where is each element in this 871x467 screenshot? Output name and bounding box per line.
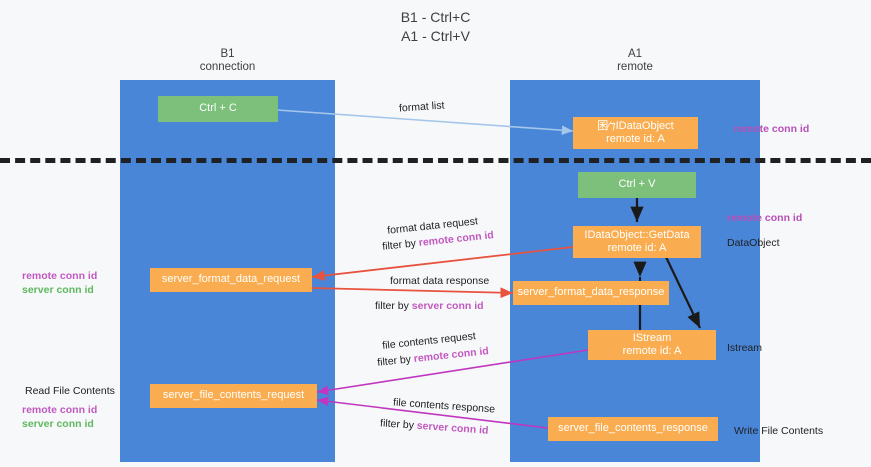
- node-server-file-contents-request-label: server_file_contents_request: [162, 389, 305, 402]
- label-left-read-file-contents-text: Read File Contents: [25, 385, 115, 397]
- title-line-2: A1 - Ctrl+V: [401, 28, 470, 44]
- label-right-remote-conn-id-1-text: remote conn id: [734, 123, 810, 135]
- node-ctrl-c-label: Ctrl + C: [199, 102, 237, 115]
- phase-divider: [0, 158, 871, 163]
- label-left-server-conn-id-2: server conn id: [22, 417, 94, 431]
- node-ctrl-v[interactable]: Ctrl + V: [578, 172, 696, 198]
- node-server-file-contents-response[interactable]: server_file_contents_response: [548, 417, 718, 441]
- node-idataobject-line1: 囷⁄⁊IDataObject: [597, 119, 674, 132]
- node-ctrl-c[interactable]: Ctrl + C: [158, 96, 278, 122]
- column-a1-name: A1: [627, 48, 643, 60]
- label-right-write-file-contents: Write File Contents: [734, 424, 823, 438]
- column-b1-sub: connection: [199, 61, 256, 73]
- annotation-filter-prefix-1: filter by: [381, 237, 420, 253]
- column-header-a1: A1 remote: [510, 48, 760, 74]
- label-right-istream-text: Istream: [727, 342, 763, 354]
- column-header-b1: B1 connection: [120, 48, 335, 74]
- label-left-server-conn-id: server conn id: [22, 283, 94, 297]
- label-right-remote-conn-id-2: remote conn id: [727, 211, 802, 225]
- column-b1-name: B1: [220, 48, 235, 60]
- label-right-write-file-contents-text: Write File Contents: [734, 425, 824, 437]
- label-right-dataobject-text: DataObject: [727, 237, 780, 249]
- label-left-remote-conn-id-text: remote conn id: [22, 270, 98, 282]
- column-a1-sub: remote: [617, 61, 653, 73]
- annotation-filter-key-4: server conn id: [416, 419, 489, 437]
- annotation-format-list-text: format list: [398, 99, 445, 115]
- node-istream[interactable]: IStream remote id: A: [588, 330, 716, 360]
- annotation-format-data-response-filter: filter by server conn id: [375, 299, 484, 313]
- title-line-1: B1 - Ctrl+C: [400, 9, 471, 25]
- node-server-format-data-request[interactable]: server_format_data_request: [150, 268, 312, 292]
- arrow-format-data-response: [311, 287, 514, 299]
- node-istream-line1: IStream: [632, 331, 672, 344]
- annotation-filter-prefix-2: filter by: [375, 300, 412, 312]
- label-left-remote-conn-id: remote conn id: [22, 269, 97, 283]
- node-istream-line2: remote id: A: [622, 345, 682, 357]
- label-left-remote-conn-id-2: remote conn id: [22, 403, 97, 417]
- label-right-remote-conn-id-2-text: remote conn id: [727, 212, 803, 224]
- node-idataobject-remote[interactable]: 囷⁄⁊IDataObject remote id: A: [573, 117, 698, 149]
- node-server-format-data-response[interactable]: server_format_data_response: [513, 281, 669, 305]
- label-left-server-conn-id-text: server conn id: [22, 284, 94, 296]
- annotation-format-list: format list: [399, 98, 445, 115]
- page-title: B1 - Ctrl+C A1 - Ctrl+V: [0, 8, 871, 46]
- label-left-remote-conn-id-2-text: remote conn id: [22, 404, 98, 416]
- node-server-file-contents-response-label: server_file_contents_response: [558, 422, 708, 435]
- label-left-server-conn-id-2-text: server conn id: [22, 418, 94, 430]
- annotation-filter-prefix-4: filter by: [379, 417, 418, 432]
- label-left-read-file-contents: Read File Contents: [25, 384, 115, 398]
- label-right-istream: Istream: [727, 341, 762, 355]
- node-server-format-data-request-label: server_format_data_request: [161, 273, 301, 286]
- annotation-file-contents-response-text: file contents response: [392, 396, 496, 416]
- node-getdata-line1: IDataObject::GetData: [584, 228, 690, 241]
- annotation-filter-key-2: server conn id: [411, 300, 484, 312]
- annotation-file-contents-response-filter: filter by server conn id: [380, 416, 489, 438]
- node-getdata[interactable]: IDataObject::GetData remote id: A: [573, 226, 701, 258]
- node-server-file-contents-request[interactable]: server_file_contents_request: [150, 384, 317, 408]
- node-getdata-line2: remote id: A: [607, 242, 667, 254]
- node-idataobject-line2: remote id: A: [606, 133, 665, 145]
- annotation-format-data-response: format data response: [390, 274, 489, 288]
- label-right-dataobject: DataObject: [727, 236, 780, 250]
- annotation-filter-prefix-3: filter by: [376, 353, 415, 369]
- annotation-format-data-response-text: format data response: [390, 275, 490, 287]
- node-ctrl-v-label: Ctrl + V: [618, 178, 656, 191]
- label-right-remote-conn-id-1: remote conn id: [734, 122, 809, 136]
- annotation-file-contents-response: file contents response: [393, 395, 496, 416]
- node-server-format-data-response-label: server_format_data_response: [517, 286, 665, 299]
